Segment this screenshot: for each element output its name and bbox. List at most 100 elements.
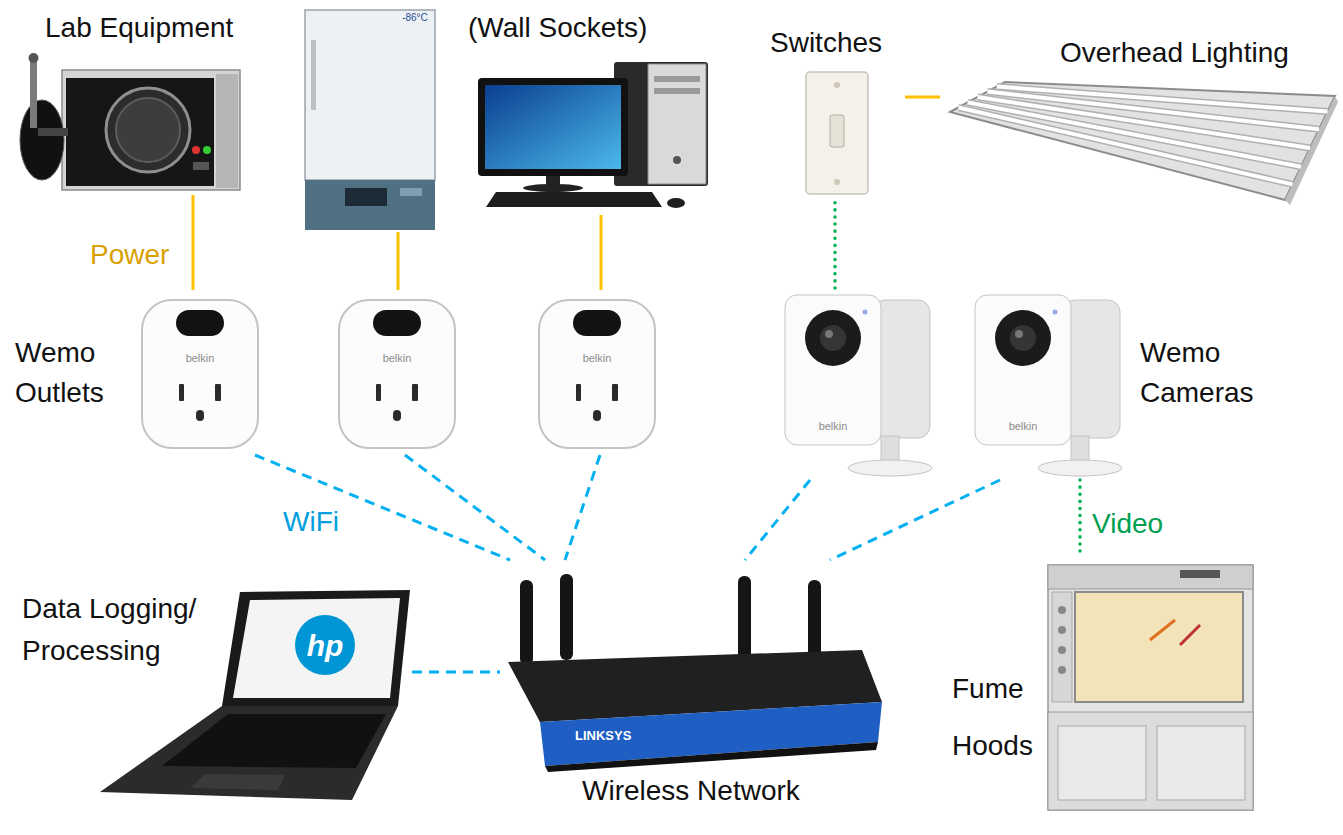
- door-handle: [311, 40, 316, 110]
- socket-ground: [593, 410, 601, 421]
- light-switch: Switches: [765, 22, 905, 200]
- brand-mark: belkin: [583, 352, 612, 365]
- keyboard: [162, 714, 386, 768]
- laptop-base: [100, 706, 398, 800]
- lens-glint: [1015, 330, 1023, 338]
- power-line: [600, 215, 603, 290]
- light-switch: [806, 72, 868, 194]
- desktop-computer: (Wall Sockets): [460, 5, 715, 215]
- signal-label: Power: [90, 238, 169, 272]
- socket-slot: [412, 384, 418, 401]
- camera: belkin: [965, 288, 1130, 480]
- monitor-screen: [485, 85, 621, 169]
- control-panel: [345, 188, 387, 206]
- freezer-base: [305, 180, 435, 230]
- wifi-link: [405, 455, 545, 560]
- screw: [834, 82, 840, 88]
- chamber-window: [106, 88, 190, 172]
- overhead-light: [950, 82, 1338, 205]
- power-line: [905, 96, 940, 99]
- outlet-body: [142, 300, 258, 448]
- signal-label: WiFi: [283, 505, 339, 539]
- display-reading: -86°C: [402, 12, 428, 24]
- camera-base: [1038, 460, 1122, 476]
- device-heading: Data Logging/ Processing: [22, 588, 237, 672]
- camera-face: [975, 295, 1071, 445]
- monitor: [478, 78, 628, 176]
- lens-glint: [825, 330, 833, 338]
- smart-outlet: [339, 300, 455, 448]
- drive-bay: [654, 88, 700, 94]
- toggle: [830, 115, 844, 147]
- fluorescent-tube: [997, 87, 1328, 112]
- desktop-computer: [478, 62, 708, 208]
- lens: [820, 325, 846, 351]
- chamber-glass: [116, 98, 180, 162]
- tubing: [1150, 620, 1175, 640]
- antenna: [560, 574, 573, 660]
- gauge-probe: [30, 56, 37, 128]
- switch: [193, 162, 209, 170]
- socket-slot: [376, 384, 381, 401]
- hood-cabinet: [1048, 565, 1253, 810]
- laptop-lid: [222, 590, 410, 706]
- outlet-body: [339, 300, 455, 448]
- valve: [1058, 626, 1066, 634]
- signal-label: Video: [1092, 507, 1163, 541]
- hood-plate: [1180, 570, 1220, 578]
- router: [508, 574, 882, 772]
- camera: [975, 295, 1122, 476]
- lens-ring: [995, 310, 1051, 366]
- wifi-link: [745, 480, 810, 560]
- power-line: [397, 232, 400, 290]
- router-bottom: [545, 742, 878, 772]
- fixture-frame: [950, 82, 1335, 200]
- brand-mark: belkin: [1009, 420, 1038, 433]
- lens: [1010, 325, 1036, 351]
- wifi-link: [255, 455, 510, 560]
- status-led: [1053, 310, 1058, 315]
- side-panel: [216, 74, 238, 188]
- antenna: [520, 580, 533, 665]
- mouse: [667, 198, 685, 208]
- door-hinge: [38, 128, 68, 136]
- camera-side: [1063, 300, 1120, 438]
- group-label: Wemo Cameras: [1140, 333, 1270, 413]
- antenna: [738, 576, 751, 660]
- camera-neck: [881, 436, 899, 462]
- lens-ring: [805, 310, 861, 366]
- door-disk: [20, 100, 64, 180]
- device-heading: Switches: [770, 26, 882, 60]
- vent: [400, 188, 422, 196]
- laptop: Data Logging/ Processinghp: [10, 580, 412, 805]
- indicator-light: [203, 146, 211, 154]
- hood-window: [1075, 592, 1243, 702]
- camera-side: [873, 300, 930, 438]
- outlet-body: [539, 300, 655, 448]
- wifi-link: [830, 480, 1000, 560]
- camera: belkin: [775, 288, 940, 480]
- camera-face: [785, 295, 881, 445]
- device-heading: Overhead Lighting: [1060, 36, 1289, 70]
- cabinet-door: [1058, 726, 1146, 800]
- socket-ground: [196, 410, 204, 421]
- power-line: [192, 195, 195, 290]
- touchpad: [190, 774, 285, 790]
- tower: [614, 62, 708, 186]
- cabinet-door: [1157, 726, 1245, 800]
- group-label: Wemo Outlets: [15, 333, 120, 413]
- control-column: [1052, 592, 1072, 702]
- switch-plate: [806, 72, 868, 194]
- outlet-button: [573, 310, 621, 336]
- freezer-door: [305, 10, 435, 180]
- socket-slot: [576, 384, 581, 401]
- gauge-cap: [29, 53, 39, 63]
- tubing: [1180, 625, 1200, 645]
- hood-header: [1048, 565, 1253, 589]
- camera: [785, 295, 932, 476]
- freezer: -86°C: [300, 8, 440, 232]
- valve: [1058, 606, 1066, 614]
- fume-hood: [1048, 565, 1253, 810]
